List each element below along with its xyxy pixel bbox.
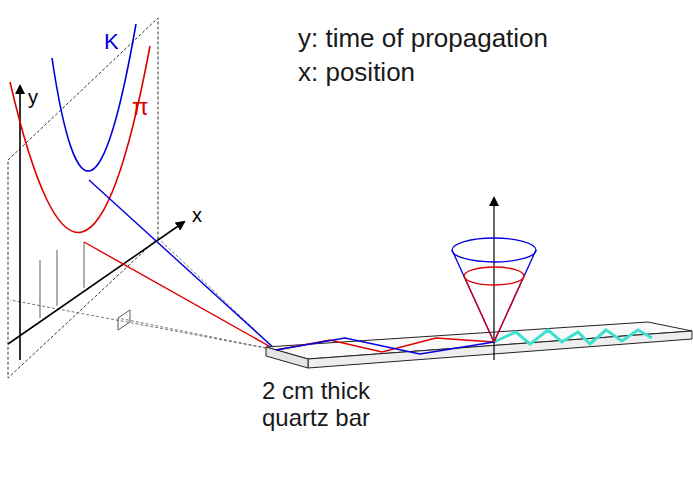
axis-label: x [192, 204, 202, 226]
pixel-box [118, 310, 130, 330]
detector-plane [8, 18, 158, 378]
kaon-photon-path [89, 180, 276, 350]
particle-label: π [132, 94, 149, 121]
axis-label: y [28, 86, 38, 108]
pion-photon-path [84, 242, 276, 350]
projection-lines [10, 238, 276, 350]
pion-ring-image [10, 46, 150, 232]
particle-track [493, 198, 494, 360]
kaon-ring-image [52, 24, 136, 171]
cherenkov-cones [452, 238, 536, 342]
kaon-reflections [276, 338, 494, 354]
axis-note: x: position [298, 58, 415, 87]
particle-label: K [104, 30, 119, 55]
part-label: 2 cm thick quartz bar [262, 378, 397, 432]
axis-note: y: time of propagation [298, 24, 548, 53]
photon-trace [494, 330, 652, 344]
pion-reflections [276, 338, 494, 352]
quartz-bar [266, 322, 692, 368]
